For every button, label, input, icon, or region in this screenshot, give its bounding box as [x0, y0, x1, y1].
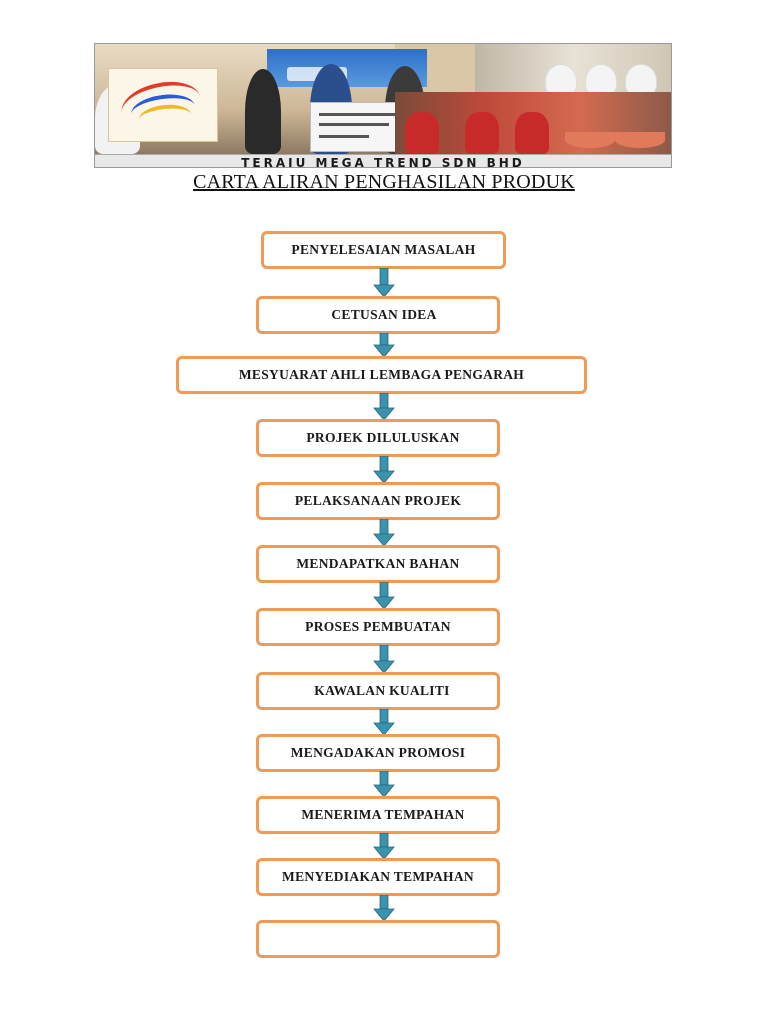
flow-step-5: PELAKSANAAN PROJEK — [256, 482, 500, 520]
flow-arrow-2 — [373, 333, 395, 357]
flow-step-label: PELAKSANAAN PROJEK — [294, 493, 462, 508]
flow-step-label: PROSES PEMBUATAN — [305, 619, 451, 634]
flow-step-2: CETUSAN IDEA — [256, 296, 500, 334]
header-banner: TERAJU MEGA TREND SDN BHD — [94, 43, 672, 168]
flow-step-11: MENYEDIAKAN TEMPAHAN — [256, 858, 500, 896]
flow-step-8: KAWALAN KUALITI — [256, 672, 500, 710]
flow-step-7: PROSES PEMBUATAN — [256, 608, 500, 646]
flow-arrow-8 — [373, 709, 395, 735]
flow-step-9: MENGADAKAN PROMOSI — [256, 734, 500, 772]
flow-step-4: PROJEK DILULUSKAN — [256, 419, 500, 457]
flow-step-1: PENYELESAIAN MASALAH — [261, 231, 506, 269]
flow-step-label: PROJEK DILULUSKAN — [306, 430, 460, 445]
flow-step-label: CETUSAN IDEA — [331, 307, 437, 322]
flow-step-12 — [256, 920, 500, 958]
banner-caption: TERAJU MEGA TREND SDN BHD — [241, 155, 525, 168]
flow-arrow-3 — [373, 393, 395, 420]
banner-photo-students — [475, 44, 671, 98]
flow-step-label: MENERIMA TEMPAHAN — [301, 807, 465, 822]
flow-step-label: MESYUARAT AHLI LEMBAGA PENGARAH — [238, 367, 525, 382]
company-logo — [108, 68, 218, 142]
banner-caption-strip: TERAJU MEGA TREND SDN BHD — [95, 154, 671, 168]
page-title: CARTA ALIRAN PENGHASILAN PRODUK — [193, 171, 575, 193]
banner-photo-kitchen — [395, 92, 671, 154]
flow-step-label: MENYEDIAKAN TEMPAHAN — [282, 869, 474, 884]
flow-step-10: MENERIMA TEMPAHAN — [256, 796, 500, 834]
flow-arrow-9 — [373, 771, 395, 797]
flow-step-label: MENDAPATKAN BAHAN — [296, 556, 460, 571]
flow-step-label: PENYELESAIAN MASALAH — [291, 242, 476, 257]
flow-step-label: KAWALAN KUALITI — [314, 683, 450, 698]
flow-arrow-5 — [373, 519, 395, 546]
flow-arrow-10 — [373, 833, 395, 859]
flow-arrow-7 — [373, 645, 395, 673]
flow-step-3: MESYUARAT AHLI LEMBAGA PENGARAH — [176, 356, 587, 394]
flow-arrow-4 — [373, 456, 395, 483]
flow-arrow-1 — [373, 268, 395, 297]
flow-arrow-6 — [373, 582, 395, 609]
flow-arrow-11 — [373, 895, 395, 921]
flow-step-label: MENGADAKAN PROMOSI — [290, 745, 466, 760]
flow-step-6: MENDAPATKAN BAHAN — [256, 545, 500, 583]
